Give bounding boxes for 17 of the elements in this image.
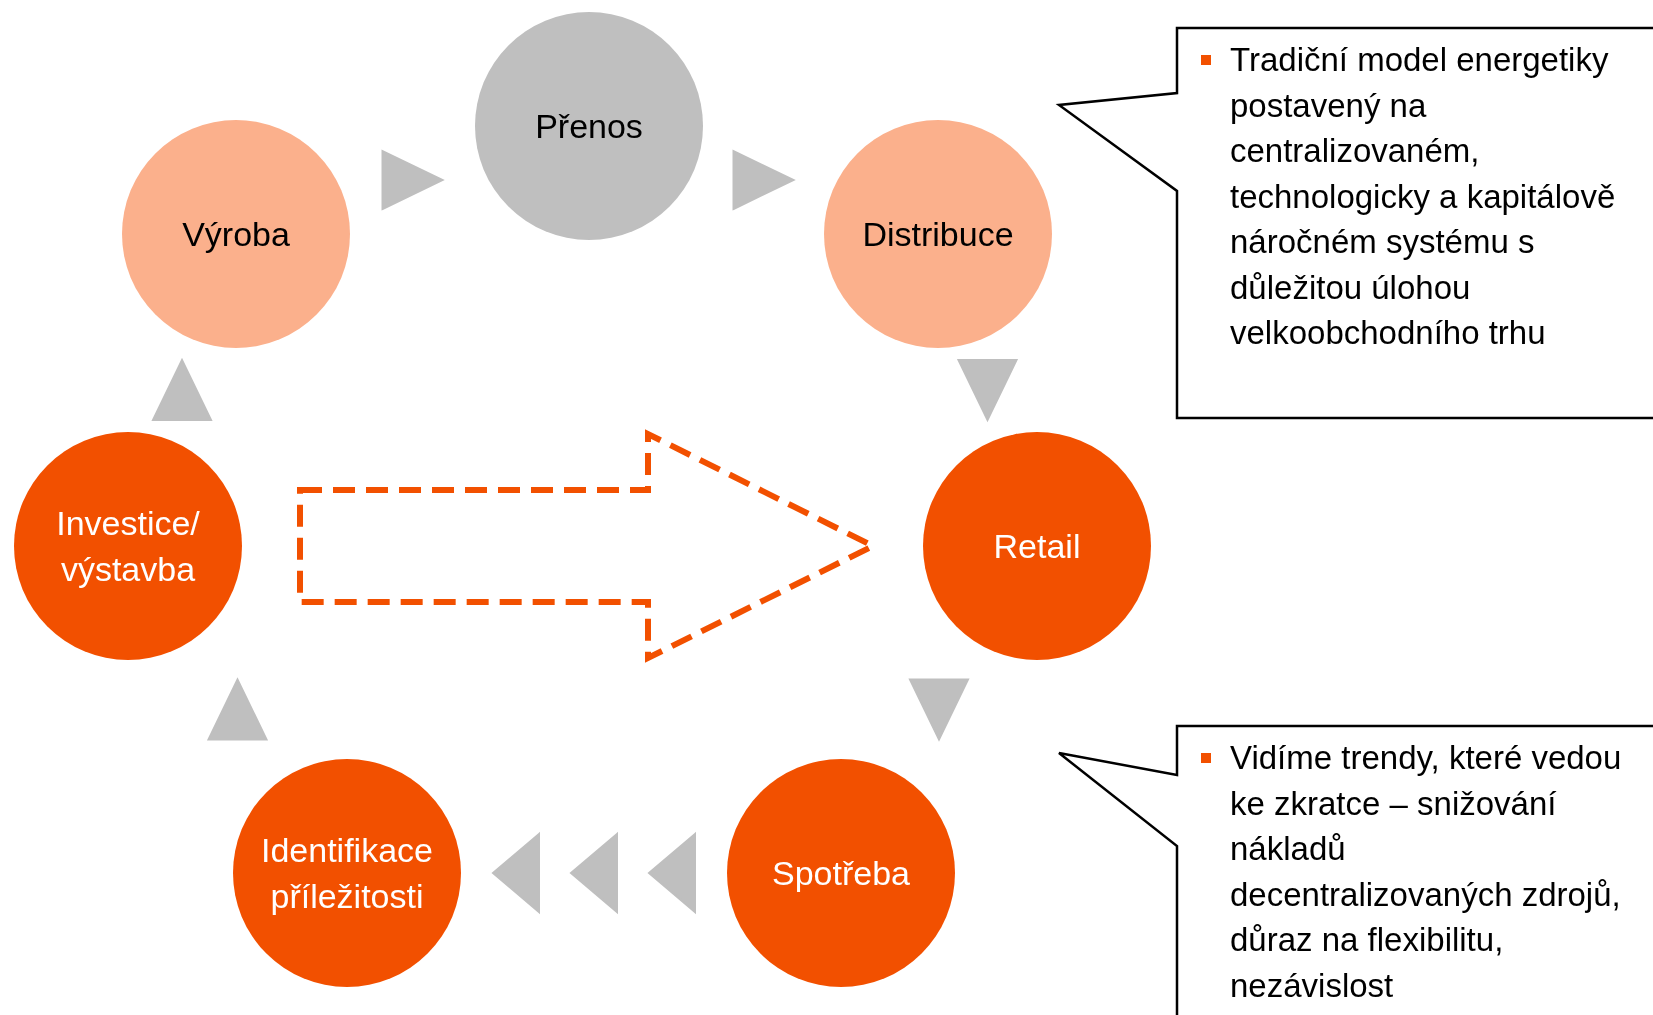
node-label: Investice/ výstavba — [55, 503, 201, 590]
callout-text: Tradiční model energetiky postavený na centralizovaném, technologicky a kapitálově náročném systému s důležitou úlohou velkoobchodního trhu — [1230, 40, 1617, 353]
flow-arrowhead — [206, 677, 269, 741]
flow-arrowhead — [908, 678, 970, 742]
node-label: Přenos — [535, 106, 643, 147]
node-label: Spotřeba — [772, 853, 910, 894]
node-label: Výroba — [182, 214, 290, 255]
flow-arrowhead — [151, 357, 213, 421]
flow-arrowhead — [491, 831, 696, 915]
flow-arrowhead — [381, 149, 445, 211]
callout-text: Vidíme trendy, které vedou ke zkratce – snižování nákladů decentralizovaných zdrojů, důraz na flexibilitu, nezávislost — [1230, 738, 1623, 1006]
node-label: Distribuce — [862, 214, 1014, 255]
flow-arrowhead — [732, 149, 796, 211]
node-label: Retail — [993, 526, 1081, 567]
flow-arrowhead — [956, 359, 1019, 423]
callout-box — [1059, 726, 1653, 1015]
node-label: Identifikace příležitosti — [260, 830, 434, 917]
